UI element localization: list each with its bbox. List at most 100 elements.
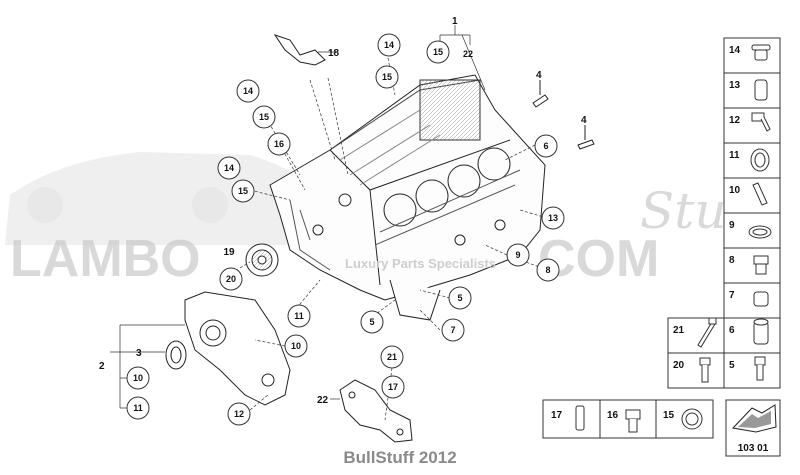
callout-label: 19 <box>223 247 235 258</box>
callout-label: 10 <box>133 373 143 383</box>
watermark-text: LAMBO <box>10 230 201 288</box>
callout[interactable]: 5 <box>360 310 384 334</box>
gear-part <box>245 243 279 277</box>
callout[interactable]: 7 <box>441 318 465 342</box>
callout-label: 5 <box>457 293 462 303</box>
part-label: 4 <box>581 115 587 126</box>
callout[interactable]: 16 <box>267 132 291 156</box>
engine-block-drawing <box>269 74 546 321</box>
legend-right-labels: 14 13 12 11 10 9 8 7 6 5 <box>729 45 741 371</box>
callout-label: 15 <box>259 112 269 122</box>
callout-label: 12 <box>234 409 244 419</box>
cover-part <box>165 291 291 406</box>
dowel-pin-icon <box>752 182 768 206</box>
cap-screw-icon <box>754 356 766 381</box>
callout-label: 6 <box>543 141 548 151</box>
stud-parts <box>532 80 595 150</box>
callout-label: 13 <box>548 213 558 223</box>
o-ring-icon <box>748 225 772 239</box>
part-label: 2 <box>99 361 105 372</box>
legend-mid-labels: 21 20 <box>673 325 685 371</box>
callout[interactable]: 13 <box>541 206 565 230</box>
watermark-subtitle: Luxury Parts Specialists <box>345 256 496 271</box>
bushing-icon <box>753 318 769 345</box>
callout[interactable]: 14 <box>377 33 401 57</box>
callout[interactable]: 9 <box>506 243 530 267</box>
legend-label: 7 <box>729 290 735 301</box>
callout[interactable]: 15 <box>252 105 276 129</box>
page-code-box: 103 01 <box>725 399 781 457</box>
callout[interactable]: 15 <box>231 179 255 203</box>
legend-label: 17 <box>551 410 563 421</box>
legend-mid-icons <box>697 317 717 383</box>
part-label: 18 <box>328 48 340 59</box>
legend-label: 21 <box>673 325 685 336</box>
plug-icon <box>753 291 769 307</box>
callout[interactable]: 6 <box>534 134 558 158</box>
callout[interactable]: 11 <box>126 396 150 420</box>
legend-label: 20 <box>673 360 685 371</box>
callout[interactable]: 5 <box>448 286 472 310</box>
callout[interactable]: 15 <box>375 65 399 89</box>
callout-label: 14 <box>224 163 234 173</box>
legend-label: 16 <box>607 410 619 421</box>
callout-label: 11 <box>133 403 143 413</box>
plain-labels: 18 4 4 2 3 22 <box>99 48 587 406</box>
callouts: 14 15 15 22 14 15 16 14 15 19 20 6 13 9 … <box>126 33 565 426</box>
legend-label: 5 <box>729 360 735 371</box>
callout[interactable]: 15 <box>426 40 450 64</box>
callout[interactable]: 8 <box>536 258 560 282</box>
legend-label: 12 <box>729 115 741 126</box>
callout-label: 10 <box>291 341 301 351</box>
callout[interactable]: 20 <box>219 267 243 291</box>
legend-label: 8 <box>729 255 735 266</box>
long-bolt-icon <box>697 317 717 348</box>
callout[interactable]: 19 <box>223 247 235 258</box>
assembly-number: 1 <box>452 16 458 27</box>
parts-legend-mid <box>667 317 725 389</box>
callout[interactable]: 21 <box>380 345 404 369</box>
callout[interactable]: 10 <box>126 366 150 390</box>
callout[interactable]: 11 <box>287 304 311 328</box>
legend-label: 10 <box>729 185 741 196</box>
watermark-tail: COM <box>538 230 659 288</box>
callout-label: 5 <box>369 317 374 327</box>
watermark: LAMBO COM Stuff Luxury Parts Specialists <box>10 182 770 288</box>
seal-ring-icon <box>750 148 770 172</box>
callout-label: 20 <box>226 274 236 284</box>
hex-screw-icon <box>625 409 641 433</box>
part-label: 4 <box>536 70 542 81</box>
callout-label: 21 <box>387 352 397 362</box>
footer-credit: BullStuff 2012 <box>343 448 457 467</box>
legend-label: 14 <box>729 45 741 56</box>
plug-cap-icon <box>751 44 771 61</box>
part-label: 3 <box>136 348 142 359</box>
part-label: 22 <box>317 395 329 406</box>
legend-label: 9 <box>729 220 735 231</box>
legend-label: 15 <box>663 410 675 421</box>
page-code: 103 01 <box>738 443 769 454</box>
callout[interactable]: 14 <box>236 79 260 103</box>
callout[interactable]: 17 <box>381 375 405 399</box>
callout-label: 11 <box>294 311 304 321</box>
callout-label: 16 <box>274 139 284 149</box>
ring-icon <box>681 408 703 430</box>
callout[interactable]: 14 <box>217 156 241 180</box>
legend-label: 6 <box>729 325 735 336</box>
callout-label: 7 <box>450 325 455 335</box>
callout[interactable]: 10 <box>284 334 308 358</box>
callout-label: 9 <box>515 250 520 260</box>
flange-bolt-icon <box>699 357 711 383</box>
screw-plug-icon <box>753 255 769 275</box>
legend-label: 11 <box>729 150 740 161</box>
callout[interactable]: 12 <box>227 402 251 426</box>
callout-label: 15 <box>238 186 248 196</box>
callout-label: 15 <box>433 47 443 57</box>
callout-label: 14 <box>384 40 394 50</box>
watermark-car-icon <box>5 152 335 245</box>
legend-bottom-labels: 17 16 15 <box>551 410 675 421</box>
callout-label: 14 <box>243 86 253 96</box>
callout[interactable]: 22 <box>463 49 473 59</box>
legend-label: 13 <box>729 80 741 91</box>
